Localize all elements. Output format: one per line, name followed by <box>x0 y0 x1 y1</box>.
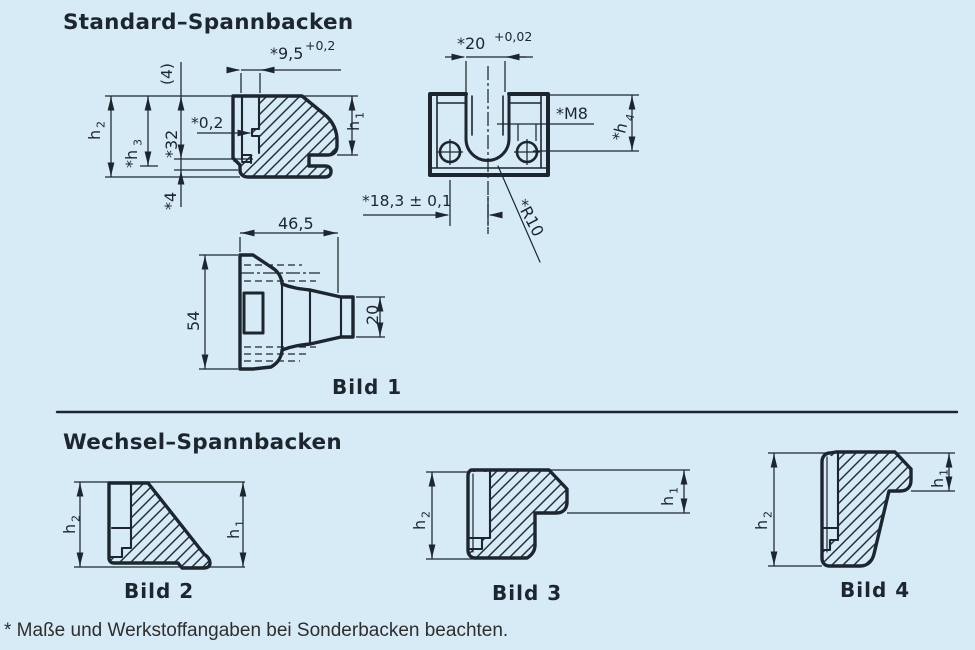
bild2-label-h1: h 1 <box>224 520 247 539</box>
dim-h4-extension-lines <box>533 94 639 152</box>
wechsel-bild3-view: h 2 h 1 Bild 3 <box>410 468 690 605</box>
svg-text:2: 2 <box>70 515 83 522</box>
dim-label-tip-20: 20 <box>363 305 382 325</box>
svg-text:1: 1 <box>354 112 367 119</box>
svg-text:2: 2 <box>762 511 775 518</box>
top-view-slot <box>242 291 265 335</box>
caption-bild-4: Bild 4 <box>840 578 910 602</box>
dim-tip-20-extension-lines <box>356 296 385 338</box>
dim-46-5-extension-lines <box>239 237 339 293</box>
svg-text:h: h <box>224 529 243 539</box>
dim-label-h4: *h 4 <box>608 113 637 143</box>
bild4-extension-lines <box>768 452 955 567</box>
thread-leader-line <box>497 123 594 141</box>
bild4-outline <box>820 450 913 568</box>
bild3-extension-lines <box>426 469 690 560</box>
dim-label-0-2: *0,2 <box>191 114 223 132</box>
bild3-label-h1: h 1 <box>658 487 681 506</box>
dim-label-h1: h 1 <box>344 112 367 131</box>
front-view-inner-lines <box>429 93 549 169</box>
dim-label-54: 54 <box>184 311 203 331</box>
bild2-label-h2: h 2 <box>60 515 83 534</box>
dim-label-20: *20 <box>457 34 485 53</box>
dim-label-9-5: *9,5 <box>270 44 303 63</box>
svg-text:3: 3 <box>132 139 145 146</box>
thread-label: *M8 <box>556 104 588 123</box>
caption-bild-1: Bild 1 <box>332 375 402 399</box>
svg-text:h: h <box>752 520 771 530</box>
svg-text:*h: *h <box>608 121 631 143</box>
top-view-outline <box>238 253 355 371</box>
svg-text:h: h <box>928 478 947 488</box>
standard-top-view: 46,5 54 20 Bild 1 <box>184 214 402 399</box>
standard-side-view: h 2 *h 3 *32 *4 (4) *0,2 *9,5 +0,2 h 1 <box>85 38 367 210</box>
svg-text:*h: *h <box>122 150 141 168</box>
radius-label: *R10 <box>512 196 547 240</box>
bild3-label-h2: h 2 <box>410 511 433 530</box>
caption-bild-3: Bild 3 <box>492 581 562 605</box>
svg-text:h: h <box>410 520 429 530</box>
section-title-wechsel: Wechsel–Spannbacken <box>63 430 342 455</box>
bild4-label-h1: h 1 <box>928 469 951 488</box>
dim-label-46-5: 46,5 <box>278 214 314 233</box>
bild4-label-h2: h 2 <box>752 511 775 530</box>
bild3-outline <box>466 468 569 560</box>
dim-label-18-3: *18,3 ± 0,1 <box>362 192 452 210</box>
dim-label-9-5-tol: +0,2 <box>305 38 335 53</box>
hole-crosshairs <box>437 139 540 165</box>
bild3-hatching <box>468 470 567 558</box>
bild2-slot-detail <box>107 481 133 559</box>
bild3-slot-detail <box>466 468 492 551</box>
radius-leader-line <box>497 165 541 263</box>
bild2-hatching <box>109 483 210 568</box>
svg-text:1: 1 <box>234 520 247 527</box>
dim-label-20-tol: +0,02 <box>494 29 532 44</box>
svg-text:h: h <box>344 121 363 131</box>
svg-text:1: 1 <box>938 469 951 476</box>
dim-label-h2: h 2 <box>85 121 108 140</box>
bild4-hatching <box>822 452 911 566</box>
svg-text:h: h <box>85 130 104 140</box>
footnote: * Maße und Werkstoffangaben bei Sonderba… <box>4 620 509 641</box>
dim-label-32: *32 <box>162 130 181 158</box>
top-view-hidden-lines <box>244 264 316 362</box>
side-view-slot-detail <box>240 94 261 165</box>
svg-text:2: 2 <box>95 121 108 128</box>
bild2-extension-lines <box>74 481 245 568</box>
dim-label-4: *4 <box>161 192 180 210</box>
dim-18-3-extension-lines <box>449 180 489 226</box>
svg-text:1: 1 <box>668 487 681 494</box>
wechsel-bild4-view: h 2 h 1 Bild 4 <box>752 450 955 602</box>
dim-20-extension-lines <box>465 61 506 92</box>
section-title-standard: Standard–Spannbacken <box>63 10 353 35</box>
caption-bild-2: Bild 2 <box>124 579 194 603</box>
bild4-slot-detail <box>820 450 840 552</box>
dim-54-extension-lines <box>199 254 238 370</box>
standard-front-view: *20 +0,02 *M8 *h 4 *18,3 ± 0,1 *R10 <box>362 29 639 263</box>
wechsel-bild2-view: h 2 h 1 Bild 2 <box>60 481 247 603</box>
side-view-outline <box>231 94 339 179</box>
dim-label-h3: *h 3 <box>122 139 145 168</box>
svg-text:4: 4 <box>623 113 637 123</box>
svg-text:2: 2 <box>420 511 433 518</box>
svg-text:h: h <box>60 524 79 534</box>
svg-text:h: h <box>658 496 677 506</box>
top-view-segment-lines <box>280 282 343 352</box>
dim-label-4-ref: (4) <box>158 63 176 85</box>
